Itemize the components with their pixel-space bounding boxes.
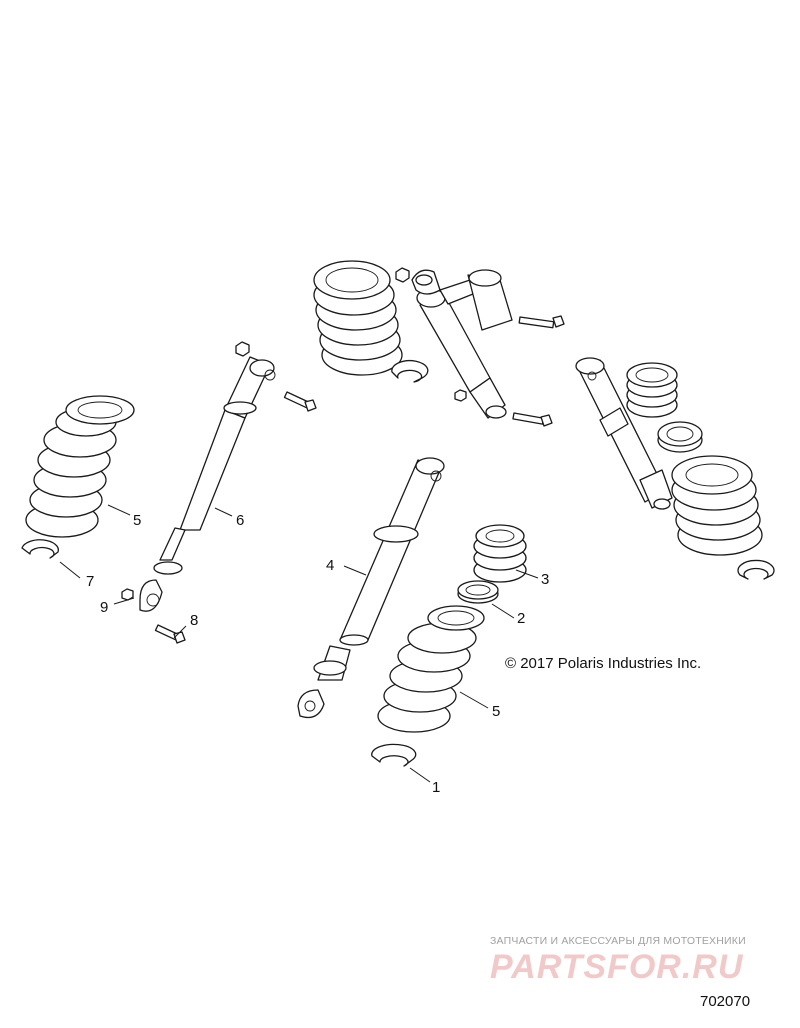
spring-spacer-2 (457, 580, 499, 604)
callout-4: 4 (326, 557, 334, 574)
watermark-brand: PARTSFOR.RU (490, 948, 744, 986)
callout-lines (59, 504, 539, 783)
assembled-shock-top (313, 260, 565, 427)
coil-spring-left (25, 395, 135, 538)
copyright-notice: © 2017 Polaris Industries Inc. (505, 655, 701, 672)
shock-body-top (411, 269, 513, 419)
callout-1: 1 (432, 779, 440, 796)
exploded-shock-right (575, 357, 775, 580)
spring-spacer-right (657, 421, 703, 453)
bolt-top-upper (518, 315, 565, 329)
bolt-8 (154, 624, 186, 644)
coil-spring-center (377, 605, 485, 733)
coil-spring-top-assembly (313, 260, 403, 376)
nut-top-small (454, 389, 467, 402)
spring-large-right (671, 455, 763, 556)
shock-body-right (575, 357, 673, 510)
spring-3 (473, 524, 527, 583)
bolt-top-lower (512, 412, 553, 427)
spring-small-right (626, 362, 678, 418)
nut-6-top (235, 341, 250, 357)
bolt-6-upper (283, 391, 317, 412)
callout-7: 7 (86, 573, 94, 590)
spring-retainer-left (21, 539, 59, 559)
shock-absorber-4 (297, 457, 445, 719)
callout-2: 2 (517, 610, 525, 627)
figure-number: 702070 (700, 993, 750, 1010)
watermark-tagline: ЗАПЧАСТИ И АКСЕССУАРЫ ДЛЯ МОТОТЕХНИКИ (490, 935, 746, 947)
callout-labels: 5 7 6 9 8 4 3 2 5 1 (86, 512, 549, 796)
nut-9 (121, 588, 134, 601)
spring-retainer-1 (371, 743, 417, 767)
spring-retainer-top (391, 359, 429, 383)
callout-9: 9 (100, 599, 108, 616)
shock-absorber-6 (139, 356, 276, 612)
callout-3: 3 (541, 571, 549, 588)
callout-5-center: 5 (492, 703, 500, 720)
callout-6: 6 (236, 512, 244, 529)
spring-retainer-right (737, 559, 775, 580)
nut-top (395, 267, 410, 283)
callout-5-left: 5 (133, 512, 141, 529)
callout-8: 8 (190, 612, 198, 629)
